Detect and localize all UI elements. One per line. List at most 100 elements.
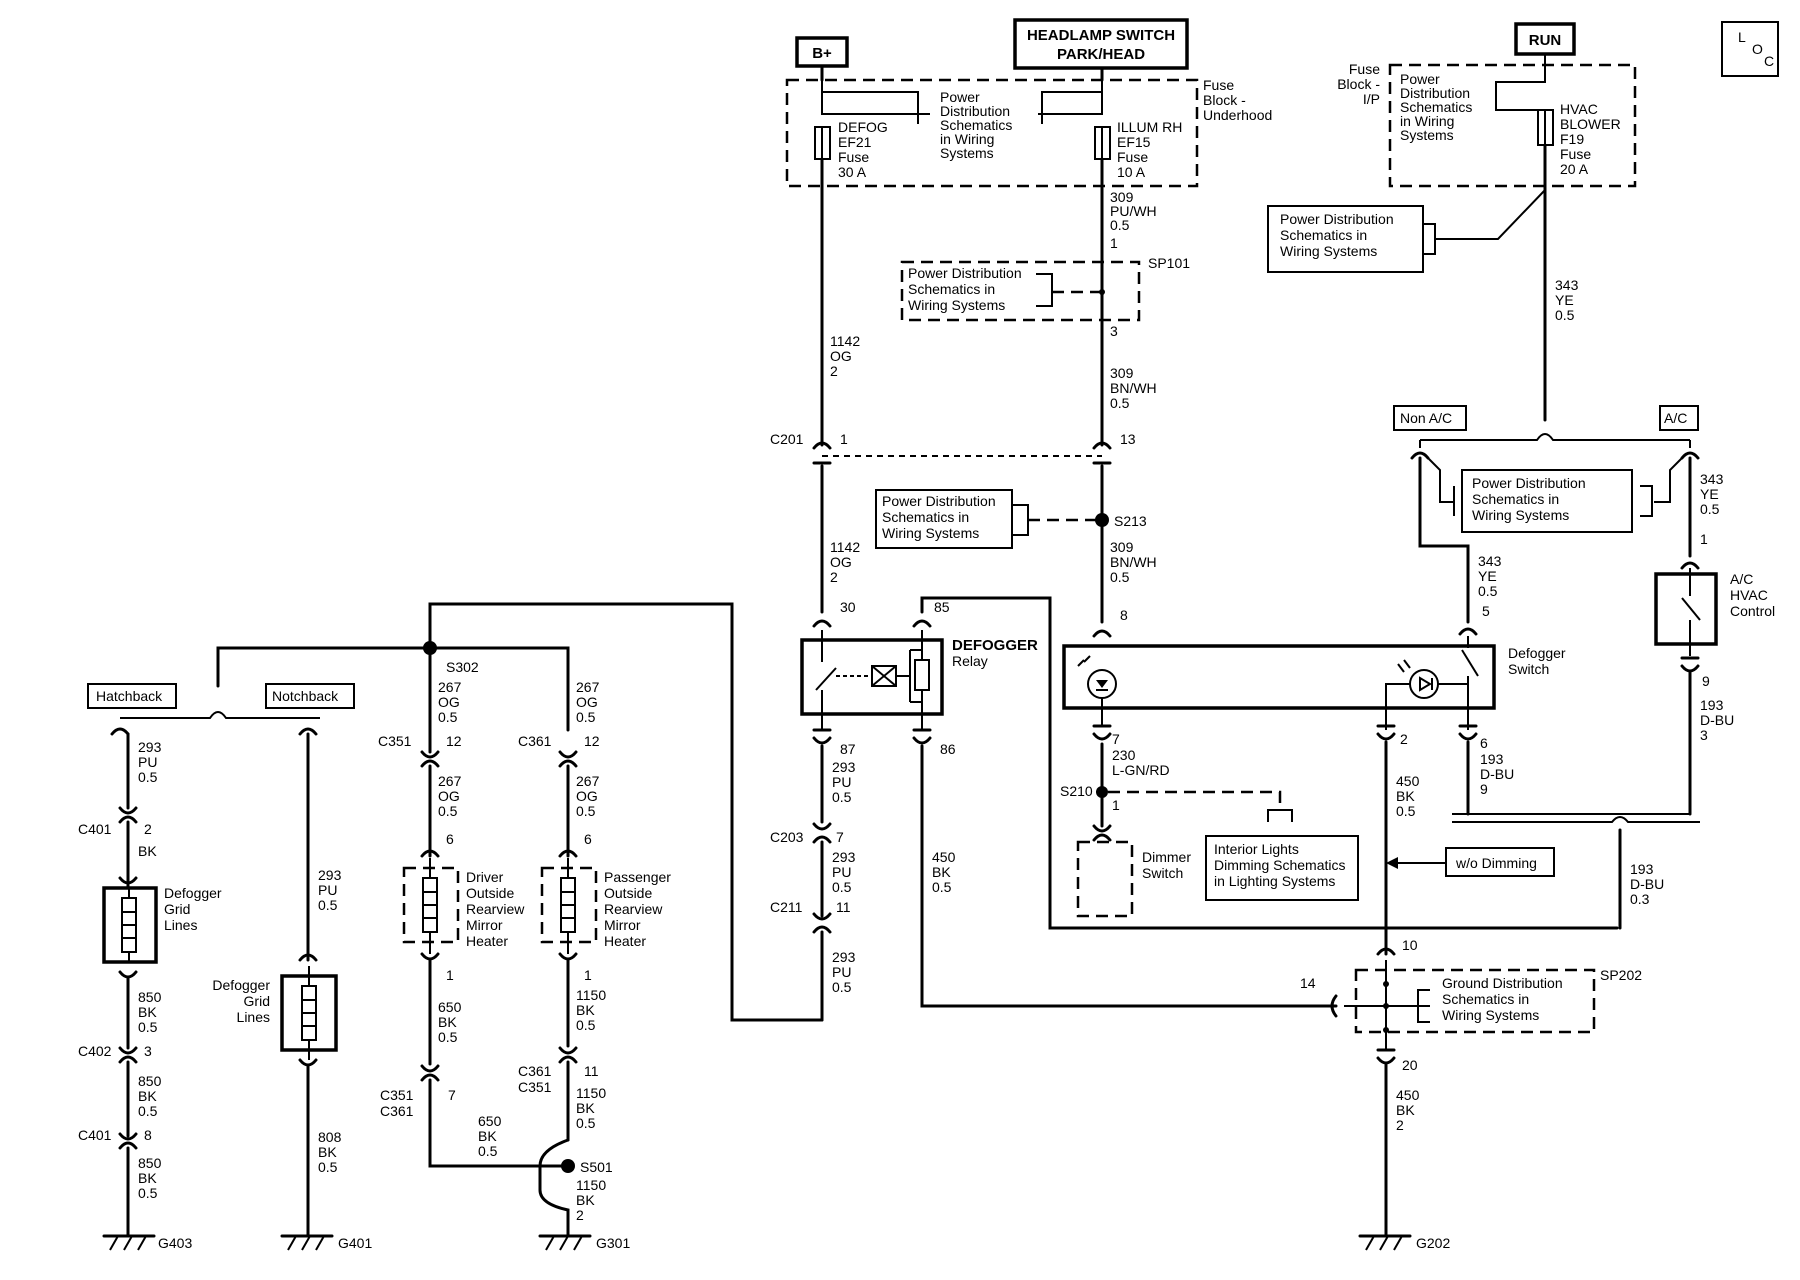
svg-text:OG: OG (576, 788, 598, 804)
svg-text:30: 30 (840, 599, 856, 615)
splice-s213: Power Distribution Schematics in Wiring … (875, 489, 1147, 549)
svg-text:Schematics: Schematics (1400, 99, 1472, 115)
fuse-block-ip: Fuse Block - I/P Power Distribution Sche… (1337, 54, 1637, 188)
svg-text:EF21: EF21 (838, 134, 872, 150)
svg-text:1: 1 (1112, 797, 1120, 813)
ground-g401: G401 (280, 1234, 372, 1251)
svg-text:650: 650 (438, 999, 462, 1015)
passenger-mirror-heater: Passenger Outside Rearview Mirror Heater… (540, 849, 671, 983)
wire-193-d-bu-a: 193 D-BU 9 (1480, 751, 1514, 797)
interior-lights-note: Interior Lights Dimming Schematics in Li… (1205, 835, 1359, 901)
svg-text:OG: OG (438, 694, 460, 710)
wire-343-ye-right: 343 YE 0.5 1 (1680, 471, 1724, 570)
svg-text:9: 9 (1702, 673, 1710, 689)
wo-dimming-note: w/o Dimming (1386, 847, 1555, 877)
svg-text:w/o Dimming: w/o Dimming (1455, 855, 1537, 871)
svg-text:Passenger: Passenger (604, 869, 671, 885)
svg-text:ILLUM RH: ILLUM RH (1117, 119, 1182, 135)
svg-text:PU/WH: PU/WH (1110, 203, 1157, 219)
svg-text:0.5: 0.5 (318, 1159, 338, 1175)
svg-text:1: 1 (1700, 531, 1708, 547)
svg-text:S213: S213 (1114, 513, 1147, 529)
svg-text:Distribution: Distribution (1400, 85, 1470, 101)
svg-text:C401: C401 (78, 1127, 112, 1143)
svg-text:0.5: 0.5 (138, 1185, 158, 1201)
svg-text:DEFOGGER: DEFOGGER (952, 637, 1038, 654)
svg-text:30 A: 30 A (838, 164, 867, 180)
svg-text:SP202: SP202 (1600, 967, 1642, 983)
svg-text:8: 8 (1120, 607, 1128, 623)
wire-293-pu-notch: 293 PU 0.5 (318, 867, 342, 913)
svg-text:PU: PU (318, 882, 337, 898)
svg-text:BK: BK (138, 1004, 157, 1020)
svg-text:D-BU: D-BU (1630, 876, 1664, 892)
svg-text:14: 14 (1300, 975, 1316, 991)
svg-text:Underhood: Underhood (1203, 107, 1272, 123)
svg-text:0.5: 0.5 (1396, 803, 1416, 819)
ground-g403: G403 (102, 1234, 192, 1251)
svg-text:1: 1 (840, 431, 848, 447)
svg-text:309: 309 (1110, 365, 1134, 381)
hvac-control: A/C HVAC Control 9 (1654, 568, 1775, 689)
svg-text:Power Distribution: Power Distribution (882, 493, 996, 509)
svg-text:Distribution: Distribution (940, 103, 1010, 119)
pds-note-ac: Power Distribution Schematics in Wiring … (1453, 469, 1653, 533)
wire-850-bk-c: 850 BK 0.5 (138, 1155, 162, 1201)
svg-text:Power Distribution: Power Distribution (1280, 211, 1394, 227)
svg-text:BK: BK (138, 1170, 157, 1186)
svg-text:86: 86 (940, 741, 956, 757)
svg-text:C402: C402 (78, 1043, 112, 1059)
connector-c402: C402 3 (78, 1043, 152, 1064)
connector-c351-c361: C351 C361 7 (380, 1064, 456, 1119)
svg-text:6: 6 (584, 831, 592, 847)
svg-text:Schematics in: Schematics in (882, 509, 969, 525)
connector-c361: C361 12 (518, 733, 600, 768)
wire-267-og-1: 267 OG 0.5 (438, 679, 462, 725)
svg-text:11: 11 (584, 1063, 599, 1079)
connector-c201: C201 1 13 (770, 431, 1136, 465)
svg-text:F19: F19 (1560, 131, 1584, 147)
svg-text:A/C: A/C (1730, 571, 1753, 587)
headlamp-switch-source: HEADLAMP SWITCH PARK/HEAD (1013, 18, 1189, 70)
svg-text:BN/WH: BN/WH (1110, 554, 1157, 570)
svg-text:YE: YE (1555, 292, 1574, 308)
svg-text:BK: BK (932, 864, 951, 880)
svg-text:Mirror: Mirror (466, 917, 503, 933)
svg-text:1150: 1150 (576, 1085, 606, 1101)
svg-text:1: 1 (584, 967, 592, 983)
svg-text:0.5: 0.5 (576, 1017, 596, 1033)
svg-text:C203: C203 (770, 829, 804, 845)
svg-text:in Wiring: in Wiring (1400, 113, 1454, 129)
svg-text:YE: YE (1700, 486, 1719, 502)
svg-text:PU: PU (832, 864, 851, 880)
svg-text:309: 309 (1110, 189, 1134, 205)
svg-text:5: 5 (1482, 603, 1490, 619)
svg-text:PU: PU (832, 774, 851, 790)
wire-850-bk-b: 850 BK 0.5 (138, 1073, 162, 1119)
svg-text:Fuse: Fuse (1117, 149, 1148, 165)
svg-text:Rearview: Rearview (466, 901, 525, 917)
svg-text:Fuse: Fuse (1560, 146, 1591, 162)
svg-text:BK: BK (438, 1014, 457, 1030)
svg-text:Systems: Systems (1400, 127, 1454, 143)
svg-text:EF15: EF15 (1117, 134, 1151, 150)
driver-mirror-heater: Driver Outside Rearview Mirror Heater 1 (402, 849, 525, 983)
svg-text:YE: YE (1478, 568, 1497, 584)
svg-text:0.5: 0.5 (1110, 217, 1130, 233)
wire-1142-og-upper: 1142 OG 2 (830, 333, 860, 379)
svg-text:193: 193 (1630, 861, 1654, 877)
run-label: RUN (1529, 32, 1562, 49)
svg-text:Heater: Heater (466, 933, 508, 949)
svg-text:293: 293 (138, 739, 162, 755)
svg-text:C351: C351 (380, 1087, 414, 1103)
svg-text:Schematics in: Schematics in (1472, 491, 1559, 507)
svg-text:BN/WH: BN/WH (1110, 380, 1157, 396)
svg-text:C201: C201 (770, 431, 804, 447)
svg-text:Heater: Heater (604, 933, 646, 949)
svg-text:Defogger: Defogger (1508, 645, 1566, 661)
svg-text:O: O (1752, 41, 1763, 57)
wire-450-bk-bottom: 450 BK 2 (1396, 1087, 1420, 1133)
svg-text:2: 2 (1396, 1117, 1404, 1133)
wire-309-pu-wh: 309 PU/WH 0.5 1 (1110, 189, 1157, 251)
svg-text:Wiring Systems: Wiring Systems (1280, 243, 1377, 259)
